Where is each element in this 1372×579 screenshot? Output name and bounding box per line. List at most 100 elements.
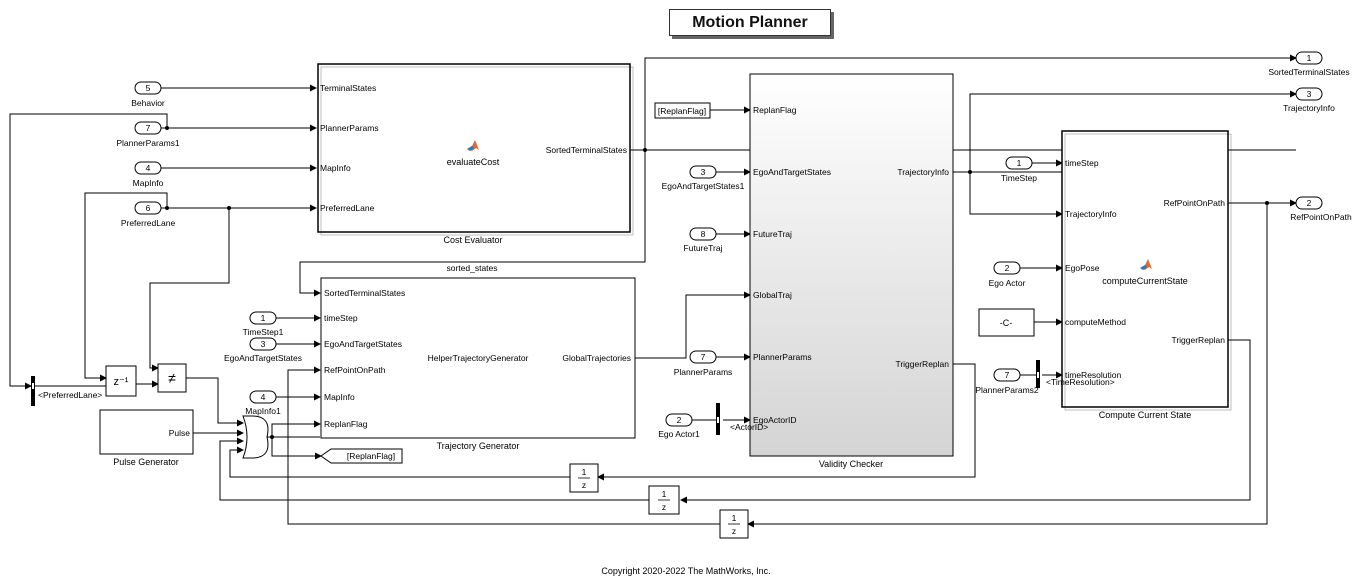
unit-delay-block[interactable]: z⁻¹: [105, 365, 137, 397]
validity-checker-in-4: PlannerParams: [753, 352, 812, 362]
inport-num: 3: [261, 339, 266, 349]
inport-num: 5: [146, 83, 151, 93]
not-equal-block[interactable]: ≠: [157, 363, 187, 393]
constant-block[interactable]: -C-: [978, 308, 1035, 337]
delay-den: z: [732, 526, 736, 536]
trajectory-generator-in-0: SortedTerminalStates: [324, 288, 405, 298]
bus-selector-actor-id[interactable]: <ActorID>: [716, 403, 768, 435]
inport-planner-params2[interactable]: 7 PlannerParams2: [975, 368, 1039, 395]
trajectory-generator-in-1: timeStep: [324, 313, 358, 323]
validity-checker-out-0: TrajectoryInfo: [897, 167, 949, 177]
pulse-generator-block[interactable]: Pulse Pulse Generator: [99, 409, 194, 467]
compute-name: Compute Current State: [1099, 410, 1192, 420]
inport-num: 8: [701, 229, 706, 239]
matlab-icon: [467, 140, 479, 151]
inport-map-info1[interactable]: 4 MapInfo1: [245, 390, 281, 416]
compute-out-1: TriggerReplan: [1171, 335, 1225, 345]
pulse-generator-port: Pulse: [169, 428, 191, 438]
delay-den: z: [582, 480, 586, 490]
sorted-states-signal-label: sorted_states: [446, 263, 497, 273]
inport-behavior[interactable]: 5 Behavior: [131, 81, 165, 108]
validity-checker-out-1: TriggerReplan: [895, 359, 949, 369]
validity-checker-in-0: ReplanFlag: [753, 105, 797, 115]
delay-block-2[interactable]: 1 z: [648, 485, 680, 515]
unit-delay-label: z⁻¹: [114, 376, 129, 388]
trajectory-generator-out-0: GlobalTrajectories: [562, 353, 631, 363]
inport-name: MapInfo1: [245, 406, 281, 416]
inport-preferred-lane[interactable]: 6 PreferredLane: [121, 201, 176, 228]
signal-lines: [9, 54, 1297, 528]
cost-evaluator-name: Cost Evaluator: [443, 235, 502, 245]
actor-id-selector-label: <ActorID>: [730, 422, 768, 432]
inport-name: EgoAndTargetStates1: [662, 181, 745, 191]
inport-num: 7: [146, 123, 151, 133]
replanflag-goto-label: [ReplanFlag]: [347, 451, 395, 461]
inport-num: 1: [261, 313, 266, 323]
inport-name: PreferredLane: [121, 218, 176, 228]
delay-block-1[interactable]: 1 z: [569, 463, 599, 493]
inport-num: 2: [677, 415, 682, 425]
validity-checker-name: Validity Checker: [819, 459, 883, 469]
outport-num: 2: [1307, 198, 1312, 208]
bus-selector-time-resolution[interactable]: <TimeResolution>: [1036, 360, 1115, 388]
replanflag-goto-tag[interactable]: [ReplanFlag]: [320, 448, 403, 464]
or-gate-block[interactable]: [242, 415, 269, 459]
cost-evaluator-in-1: PlannerParams: [320, 123, 379, 133]
inport-name: FutureTraj: [684, 243, 723, 253]
bus-selector-preferred-lane[interactable]: <PreferredLane>: [31, 376, 102, 406]
inport-num: 7: [1005, 370, 1010, 380]
trajectory-generator-in-2: EgoAndTargetStates: [324, 339, 402, 349]
compute-current-state-block[interactable]: timeStep TrajectoryInfo EgoPose computeM…: [1061, 130, 1232, 420]
validity-checker-in-3: GlobalTraj: [753, 290, 792, 300]
matlab-icon: [1140, 259, 1152, 270]
replanflag-from-tag[interactable]: [ReplanFlag]: [654, 102, 711, 119]
validity-checker-in-2: FutureTraj: [753, 229, 792, 239]
not-equal-label: ≠: [168, 370, 176, 386]
inport-num: 7: [701, 352, 706, 362]
delay-den: z: [662, 502, 666, 512]
time-resolution-selector-label: <TimeResolution>: [1046, 377, 1115, 387]
junction-dots: [165, 126, 1269, 439]
trajectory-generator-block[interactable]: SortedTerminalStates timeStep EgoAndTarg…: [320, 277, 636, 451]
preferred-lane-selector-label: <PreferredLane>: [38, 390, 102, 400]
compute-in-3: computeMethod: [1065, 317, 1126, 327]
inport-num: 1: [1017, 158, 1022, 168]
inport-name: EgoAndTargetStates: [224, 353, 302, 363]
outport-trajectory-info[interactable]: 3 TrajectoryInfo: [1283, 87, 1335, 113]
outport-num: 3: [1307, 89, 1312, 99]
inport-planner-params[interactable]: 7 PlannerParams: [674, 350, 733, 377]
compute-function: computeCurrentState: [1102, 276, 1188, 286]
delay-block-3[interactable]: 1 z: [719, 509, 749, 539]
inport-name: Behavior: [131, 98, 165, 108]
delay-num: 1: [582, 467, 587, 477]
pulse-generator-name: Pulse Generator: [113, 457, 179, 467]
inport-name: PlannerParams2: [975, 385, 1039, 395]
inport-time-step1[interactable]: 1 TimeStep1: [243, 311, 284, 337]
compute-in-0: timeStep: [1065, 158, 1099, 168]
inport-planner-params1[interactable]: 7 PlannerParams1: [116, 121, 180, 148]
inport-time-step[interactable]: 1 TimeStep: [1001, 156, 1037, 183]
inport-name: Ego Actor1: [658, 429, 700, 439]
outport-name: TrajectoryInfo: [1283, 103, 1335, 113]
constant-label: -C-: [1000, 318, 1013, 328]
validity-checker-block[interactable]: ReplanFlag EgoAndTargetStates FutureTraj…: [749, 73, 954, 469]
compute-in-1: TrajectoryInfo: [1065, 209, 1117, 219]
inport-name: TimeStep: [1001, 173, 1037, 183]
cost-evaluator-in-0: TerminalStates: [320, 83, 376, 93]
inport-ego-and-target-states[interactable]: 3 EgoAndTargetStates: [224, 337, 302, 363]
validity-checker-in-1: EgoAndTargetStates: [753, 167, 831, 177]
inport-ego-actor[interactable]: 2 Ego Actor: [989, 261, 1026, 288]
outport-num: 1: [1307, 53, 1312, 63]
cost-evaluator-block[interactable]: TerminalStates PlannerParams MapInfo Pre…: [317, 63, 634, 245]
inport-ego-and-target-states1[interactable]: 3 EgoAndTargetStates1: [662, 165, 745, 191]
inport-ego-actor1[interactable]: 2 Ego Actor1: [658, 413, 716, 439]
outport-ref-point-on-path[interactable]: 2 RefPointOnPath: [1290, 196, 1352, 222]
inport-future-traj[interactable]: 8 FutureTraj: [684, 227, 723, 253]
cost-evaluator-out-0: SortedTerminalStates: [546, 145, 627, 155]
cost-evaluator-in-2: MapInfo: [320, 163, 351, 173]
compute-out-0: RefPointOnPath: [1164, 198, 1226, 208]
inport-map-info[interactable]: 4 MapInfo: [133, 161, 164, 188]
inport-name: PlannerParams: [674, 367, 733, 377]
outport-sorted-terminal-states[interactable]: 1 SortedTerminalStates: [1268, 51, 1350, 77]
compute-in-4: timeResolution: [1065, 370, 1121, 380]
